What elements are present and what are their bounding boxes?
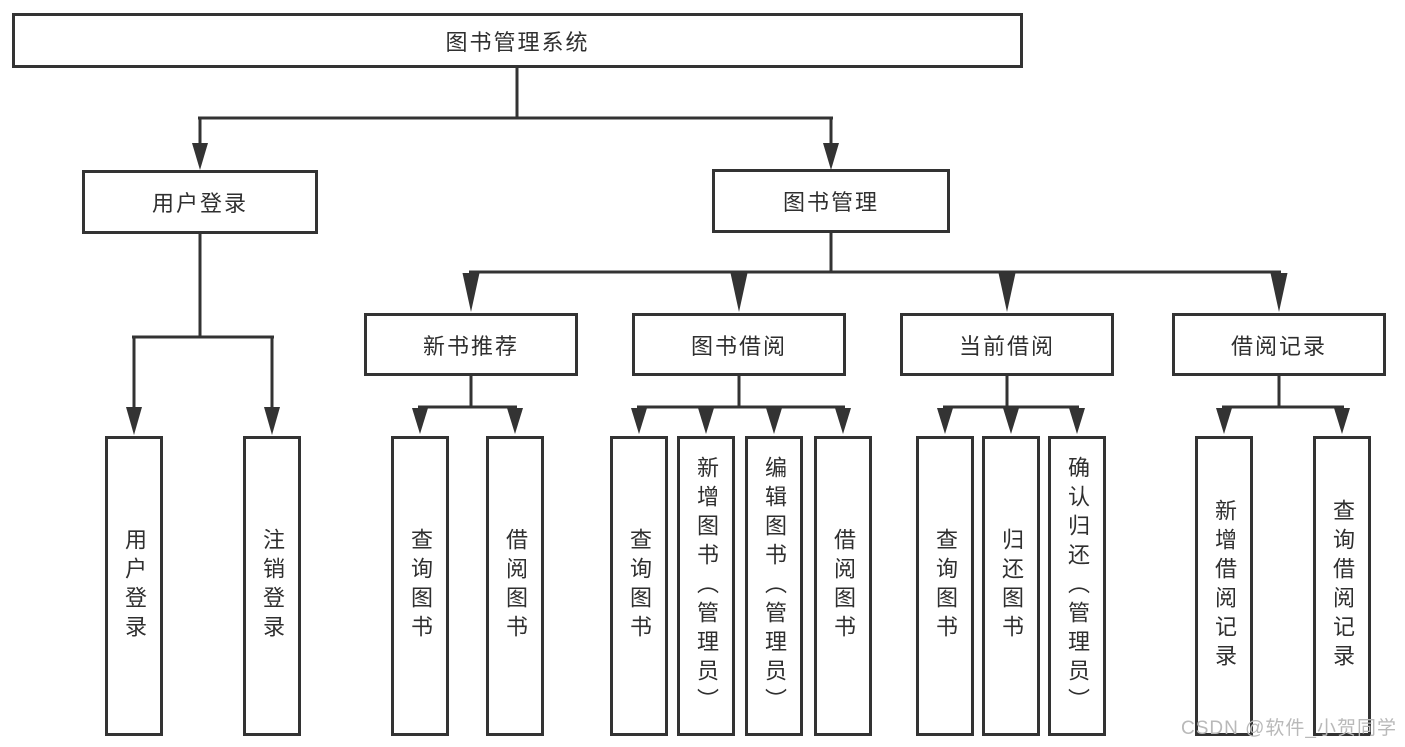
arrowhead-leaf (937, 408, 953, 434)
node-user-login: 用户登录 (82, 170, 318, 234)
leaf-borrow-books: 借阅图书 (814, 436, 872, 736)
leaf-borrow-books-recommend: 借阅图书 (486, 436, 544, 736)
csdn-watermark: CSDN @软件_小贺同学 (1181, 718, 1397, 739)
leaf-add-book-admin-label: 新增图书（管理员） (694, 455, 719, 717)
node-book-borrowing: 图书借阅 (632, 313, 846, 376)
leaf-query-books-borrowing-label: 查询图书 (627, 528, 652, 644)
leaf-borrow-books-recommend-label: 借阅图书 (503, 528, 528, 644)
node-book-management: 图书管理 (712, 169, 950, 233)
node-root: 图书管理系统 (12, 13, 1023, 68)
arrowhead-leaf (412, 408, 428, 434)
leaf-logout-login: 注销登录 (243, 436, 301, 736)
leaf-user-login: 用户登录 (105, 436, 163, 736)
node-user-login-label: 用户登录 (151, 191, 248, 216)
leaf-query-borrow-record-label: 查询借阅记录 (1330, 499, 1355, 673)
arrowhead-current-borrow (998, 273, 1016, 312)
node-new-book-recommendation: 新书推荐 (364, 313, 578, 376)
leaf-add-borrow-record: 新增借阅记录 (1195, 436, 1253, 736)
arrowhead-leaf (507, 408, 523, 434)
leaf-confirm-return-admin: 确认归还（管理员） (1048, 436, 1106, 736)
node-root-label: 图书管理系统 (445, 29, 590, 55)
arrowhead-leaf (1003, 408, 1019, 434)
leaf-query-books-recommend: 查询图书 (391, 436, 449, 736)
leaf-query-books-current-label: 查询图书 (933, 528, 958, 644)
arrowhead-leaf (835, 408, 851, 434)
leaf-query-borrow-record: 查询借阅记录 (1313, 436, 1371, 736)
connector-level3-children (418, 376, 1344, 409)
arrowhead-leaf (766, 408, 782, 434)
leaf-logout-login-label: 注销登录 (260, 528, 285, 644)
node-borrowing-records: 借阅记录 (1172, 313, 1386, 376)
arrowhead-leaf (1334, 408, 1350, 434)
connector-book-management-children (469, 233, 1281, 274)
arrowhead-leaf (631, 408, 647, 434)
arrowhead-book-borrow (730, 273, 748, 312)
leaf-borrow-books-label: 借阅图书 (831, 528, 856, 644)
leaf-return-books-label: 归还图书 (999, 528, 1024, 644)
leaf-query-books-current: 查询图书 (916, 436, 974, 736)
node-book-borrowing-label: 图书借阅 (690, 333, 787, 359)
leaf-add-book-admin: 新增图书（管理员） (677, 436, 735, 736)
connector-root-to-level2 (198, 67, 833, 146)
node-current-borrowing: 当前借阅 (900, 313, 1114, 376)
arrowhead-borrow-record (1270, 273, 1288, 312)
leaf-return-books: 归还图书 (982, 436, 1040, 736)
arrowhead-leaf (1069, 408, 1085, 434)
arrowhead-logout (264, 407, 280, 435)
node-borrowing-records-label: 借阅记录 (1230, 333, 1327, 359)
leaf-edit-book-admin: 编辑图书（管理员） (745, 436, 803, 736)
node-current-borrowing-label: 当前借阅 (958, 333, 1055, 359)
arrowhead-leaf (698, 408, 714, 434)
leaf-edit-book-admin-label: 编辑图书（管理员） (762, 455, 787, 717)
arrowhead-login (126, 407, 142, 435)
leaf-add-borrow-record-label: 新增借阅记录 (1212, 499, 1237, 673)
node-new-book-recommendation-label: 新书推荐 (422, 333, 519, 359)
leaf-user-login-label: 用户登录 (122, 528, 147, 644)
leaf-query-books-borrowing: 查询图书 (610, 436, 668, 736)
arrowhead-book-management (823, 143, 839, 170)
leaf-query-books-recommend-label: 查询图书 (408, 528, 433, 644)
connector-user-login-children (132, 234, 274, 410)
arrowhead-user-login (192, 143, 208, 170)
arrowhead-leaf (1216, 408, 1232, 434)
leaf-confirm-return-admin-label: 确认归还（管理员） (1065, 455, 1090, 717)
node-book-management-label: 图书管理 (782, 190, 879, 215)
arrowhead-new-book (462, 273, 480, 312)
